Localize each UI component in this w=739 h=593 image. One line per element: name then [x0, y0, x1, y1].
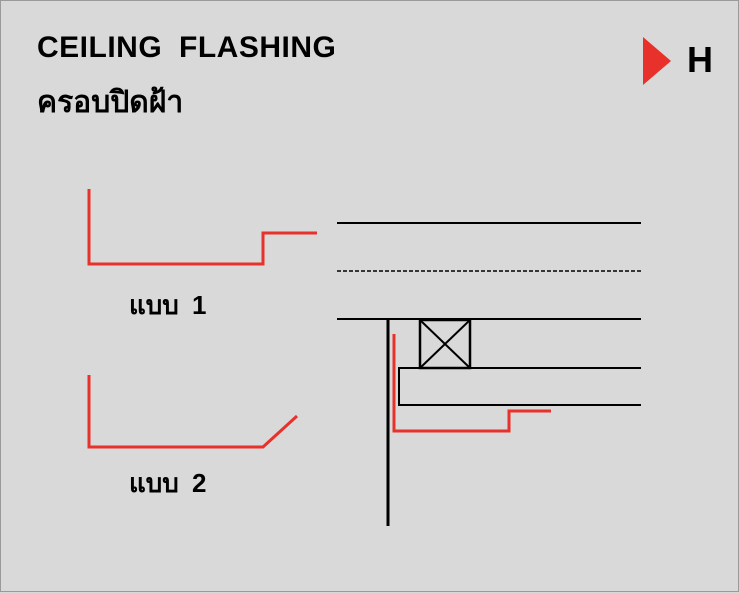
variant-1-label: แบบ 1	[129, 290, 207, 320]
variant-2-label: แบบ 2	[129, 468, 207, 498]
title-english: CEILING FLASHING	[37, 31, 337, 64]
variant-1-profile	[87, 189, 317, 266]
section-flashing	[392, 334, 551, 433]
red-arrow-icon	[643, 37, 671, 85]
title-thai: ครอบปิดฝ้า	[37, 86, 184, 119]
section-badge: H	[643, 37, 723, 85]
section-letter: H	[687, 39, 713, 80]
batten-cross-2	[419, 319, 471, 369]
variant-2-profile	[87, 375, 299, 449]
ceiling-board	[398, 367, 641, 406]
